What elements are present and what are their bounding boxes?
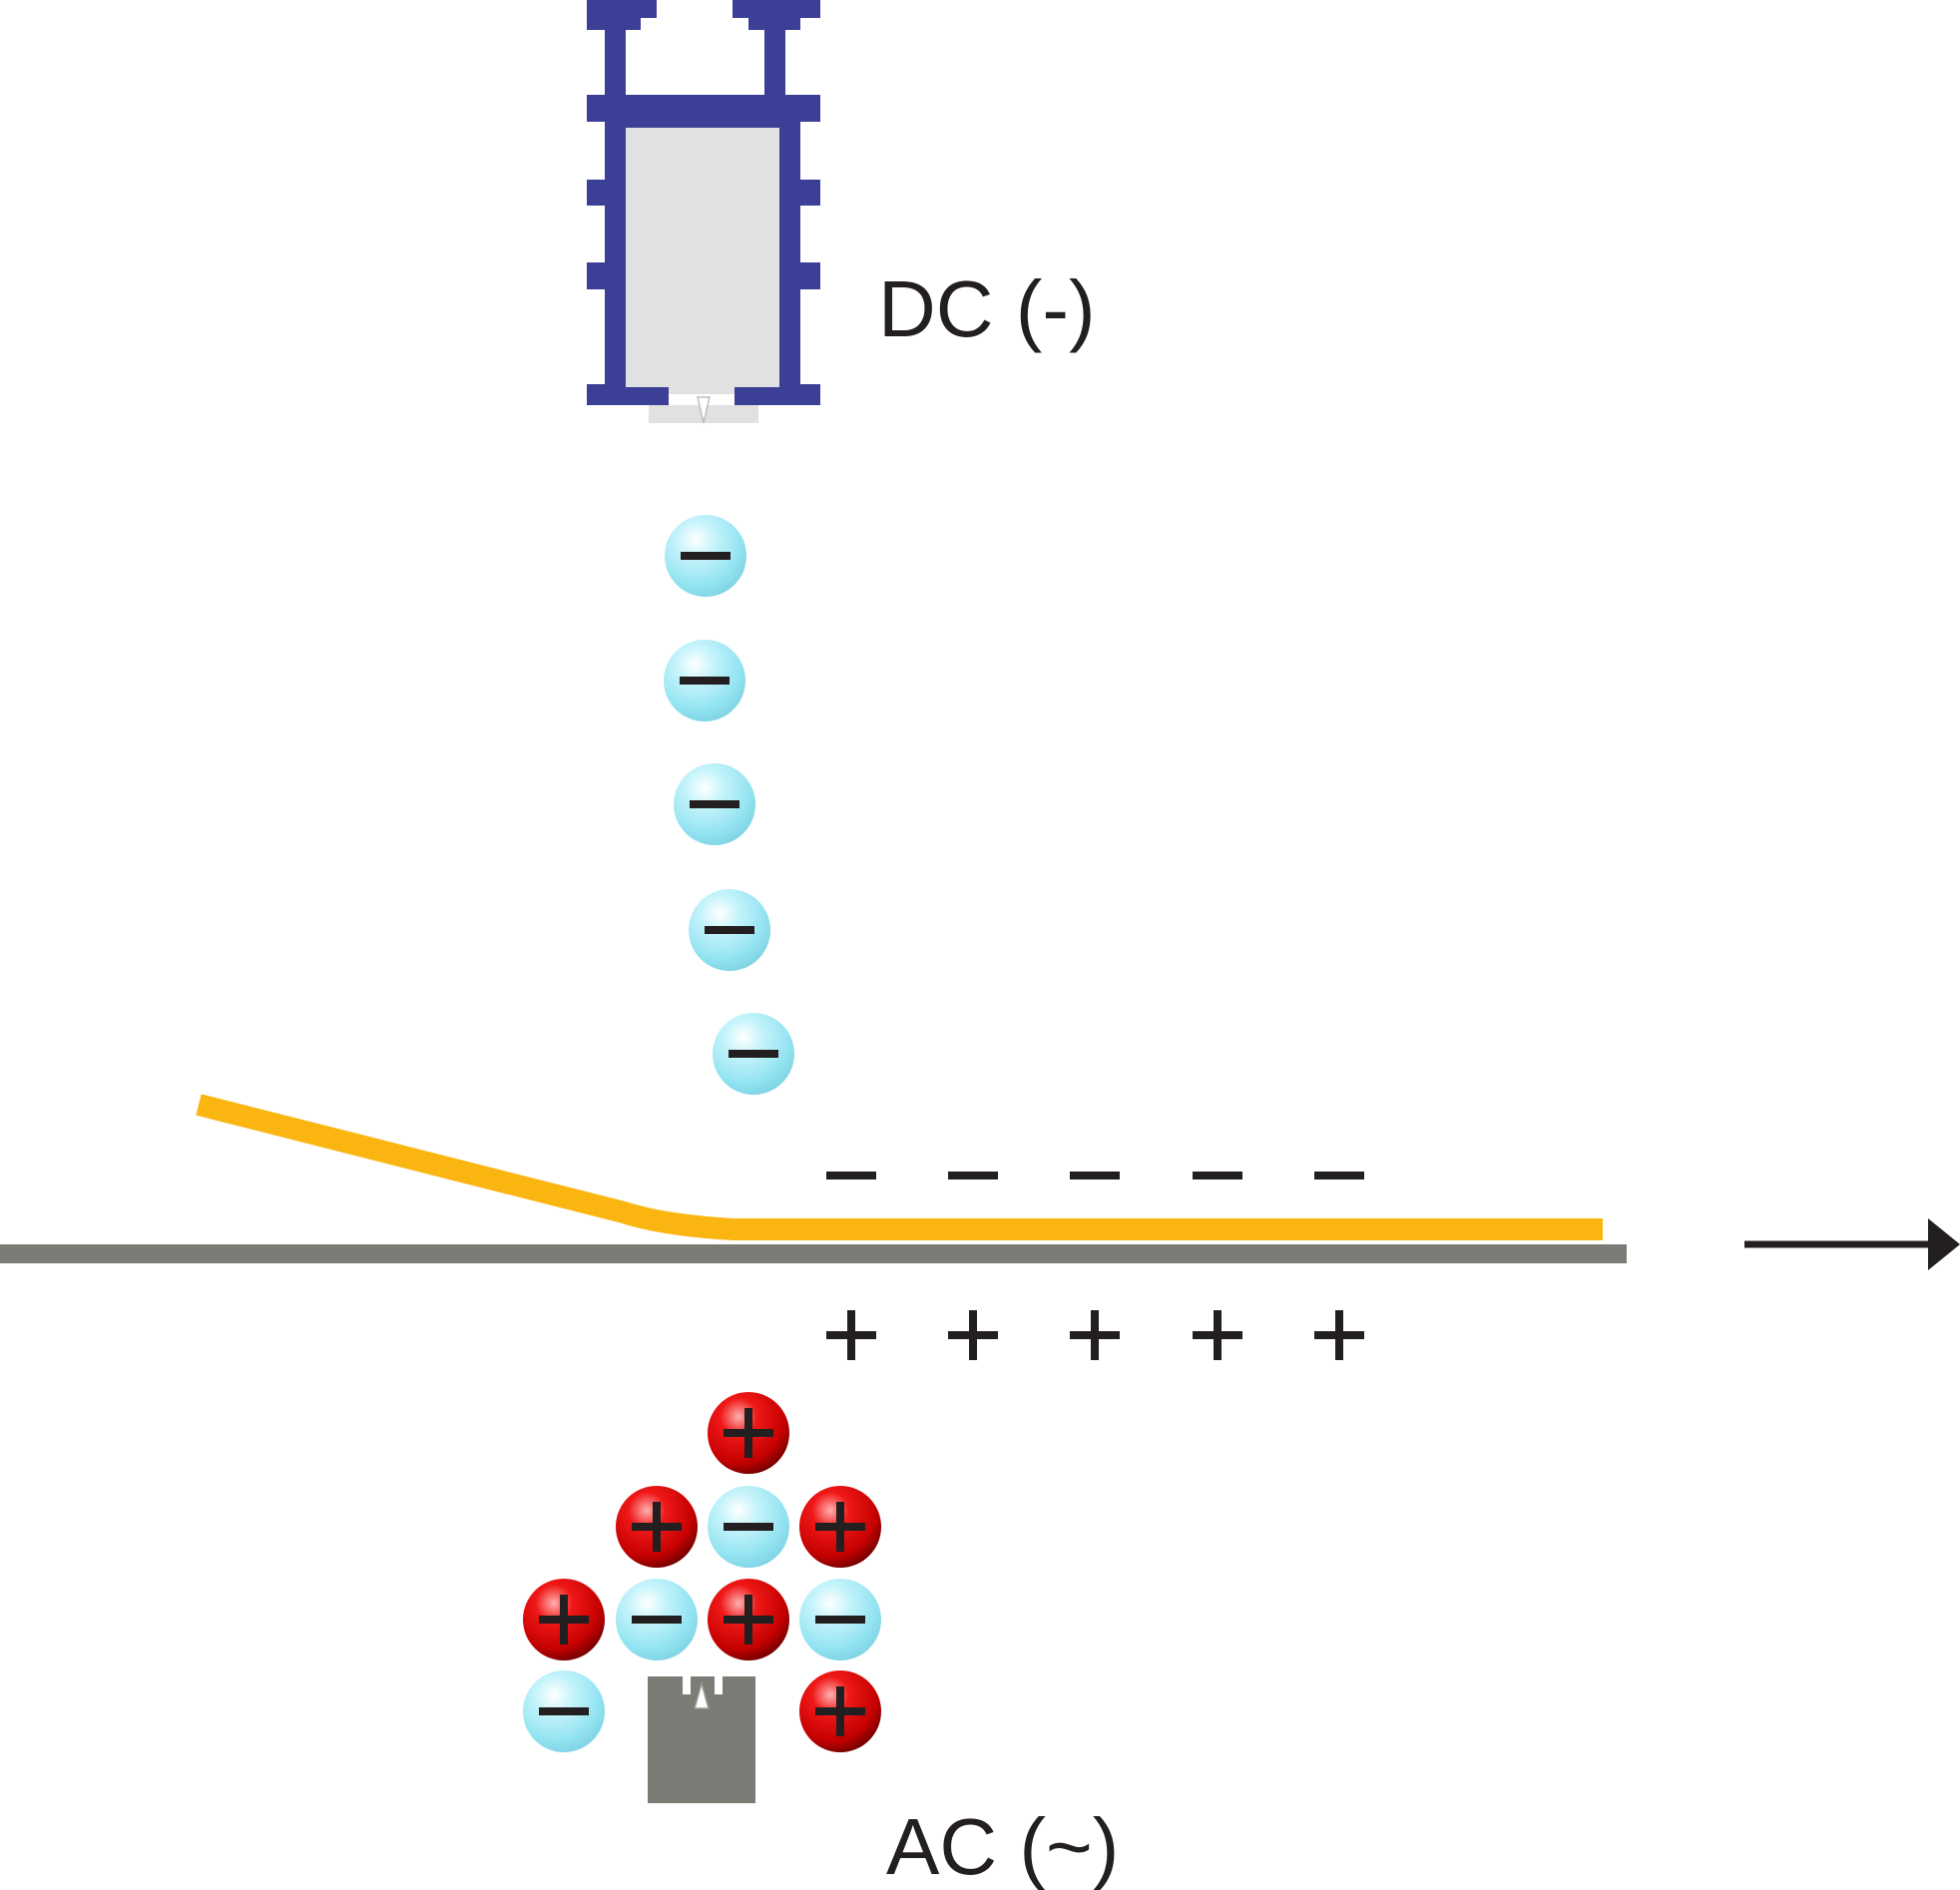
surface-negative-charges [826,1172,1364,1180]
negative-ion-icon [664,640,745,721]
positive-ion-icon [616,1486,698,1568]
positive-charge-mark [1193,1310,1242,1360]
ac-electrode [648,1676,755,1803]
negative-ion-icon [708,1486,789,1568]
film [196,1094,1603,1240]
ionizer-tip-icon [648,1676,755,1803]
substrate [0,1244,1627,1263]
negative-ion-icon [689,889,770,971]
negative-ion-icon [665,515,746,597]
ac-label: AC (~) [886,1802,1119,1890]
ac-ion-cloud [523,1392,881,1752]
positive-ion-icon [799,1670,881,1752]
dc-electrode [587,0,820,424]
ionizer-nozzle-icon [587,0,820,424]
negative-ion-icon [799,1579,881,1660]
positive-charge-mark [1314,1310,1364,1360]
negative-charge-mark [1193,1172,1242,1180]
negative-ion-icon [523,1670,605,1752]
dc-label: DC (-) [878,264,1096,353]
negative-ion-icon [674,763,755,845]
negative-ion-icon [713,1013,794,1095]
negative-charge-mark [826,1172,876,1180]
positive-ion-icon [523,1579,605,1660]
positive-charge-mark [1070,1310,1120,1360]
negative-charge-mark [1314,1172,1364,1180]
positive-ion-icon [799,1486,881,1568]
positive-ion-icon [708,1579,789,1660]
negative-ion-icon [616,1579,698,1660]
positive-charge-mark [948,1310,998,1360]
positive-charge-mark [826,1310,876,1360]
right-arrow-icon [1744,1218,1960,1270]
emitter-frame [587,0,820,405]
surface-positive-charges [826,1310,1364,1360]
dc-ion-stream [664,515,794,1095]
negative-charge-mark [948,1172,998,1180]
negative-charge-mark [1070,1172,1120,1180]
positive-ion-icon [708,1392,789,1474]
